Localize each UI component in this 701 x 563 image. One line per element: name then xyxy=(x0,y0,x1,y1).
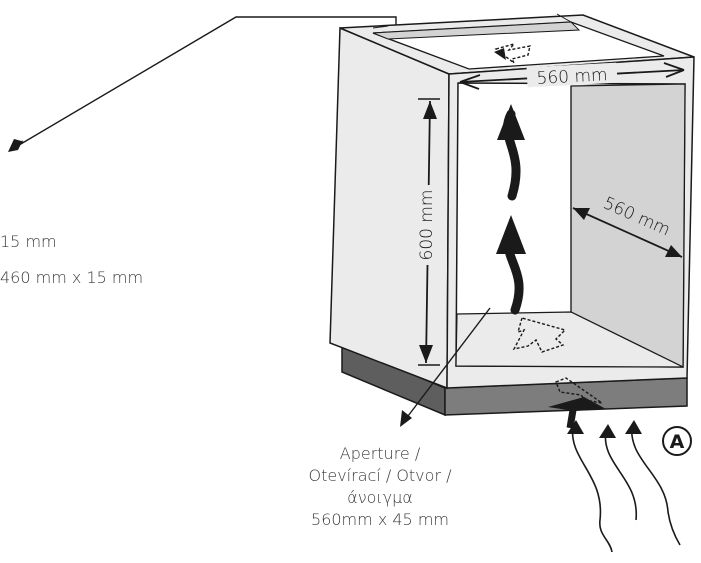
vent-marker-floor-icon xyxy=(512,317,567,353)
airflow-up-icon xyxy=(497,104,525,201)
plinth xyxy=(341,343,688,417)
vent-marker-plinth-icon xyxy=(548,377,606,429)
width-dimension-label: 560 mm xyxy=(536,65,608,89)
height-dimension xyxy=(416,98,440,366)
left-label-460mm: 460 mm x 15 mm xyxy=(0,268,144,287)
leader-line-left xyxy=(8,16,397,152)
marker-a-label: A xyxy=(670,431,685,453)
vent-marker-top-icon xyxy=(494,42,531,64)
aperture-line-4: 560mm x 45 mm xyxy=(311,510,449,529)
depth-dimension xyxy=(572,207,683,258)
left-label-15mm: 15 mm xyxy=(0,232,57,251)
leader-line-aperture xyxy=(400,307,491,427)
airflow-in-icon xyxy=(604,429,637,521)
aperture-line-2: Otevírací / Otvor / xyxy=(308,466,452,485)
aperture-line-1: Aperture / xyxy=(339,444,421,463)
incoming-airflow-arrows xyxy=(567,420,681,553)
aperture-label: Aperture / Otevírací / Otvor / άνοιγμα 5… xyxy=(280,443,480,531)
airflow-up-icon xyxy=(496,215,526,315)
height-dimension-label: 600 mm xyxy=(417,190,437,261)
inner-floor xyxy=(455,311,684,368)
airflow-in-icon xyxy=(631,425,681,546)
airflow-in-icon xyxy=(571,425,613,553)
marker-a-icon xyxy=(662,426,692,456)
aperture-line-3: άνοιγμα xyxy=(347,488,413,507)
width-dimension xyxy=(459,62,685,90)
